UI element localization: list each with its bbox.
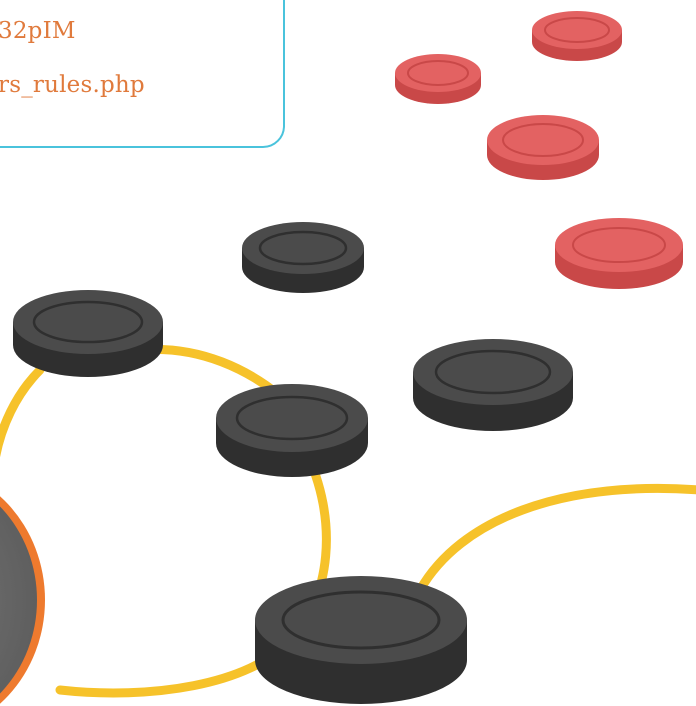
dark-checker-piece-2 — [13, 290, 163, 377]
path-right-curve — [415, 483, 696, 595]
dark-checker-piece-4 — [216, 384, 368, 477]
info-box: 32pIM rs_rules.php — [0, 0, 285, 148]
red-checker-piece-2 — [395, 54, 481, 104]
info-link-line-2[interactable]: rs_rules.php — [0, 72, 145, 98]
dark-checker-piece-5 — [255, 576, 467, 704]
red-checker-piece-1 — [532, 11, 622, 61]
info-link-line-1[interactable]: 32pIM — [0, 18, 76, 44]
dark-checker-piece-3 — [413, 339, 573, 431]
dark-checker-piece-1 — [242, 222, 364, 293]
red-checker-piece-4 — [555, 218, 683, 289]
red-checker-piece-3 — [487, 115, 599, 180]
big-disc — [0, 496, 45, 704]
path-left-arc — [0, 365, 45, 525]
